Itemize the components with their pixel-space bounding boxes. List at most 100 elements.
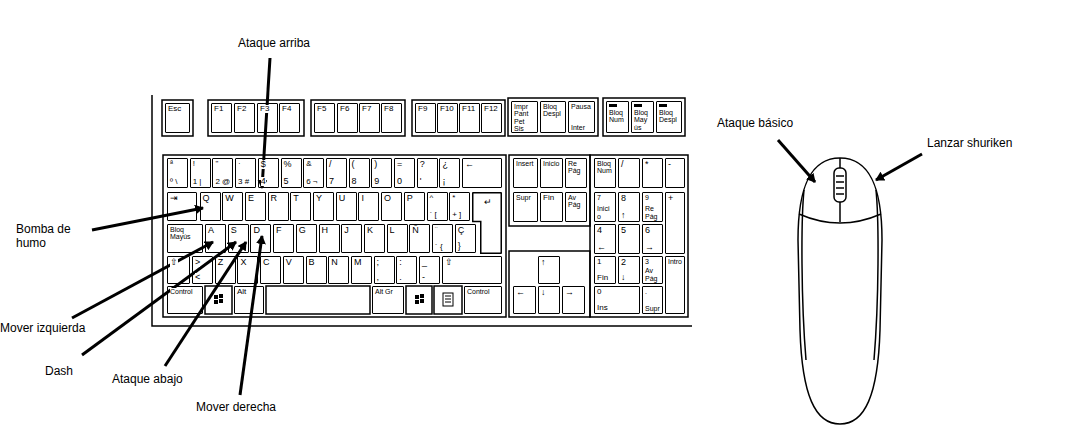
- lock-indicator: [634, 104, 642, 107]
- key-label: Pausa: [571, 103, 591, 110]
- key: W: [222, 192, 243, 221]
- key: F5: [314, 103, 335, 133]
- key: 3 Av Pág: [642, 256, 663, 284]
- key: J: [341, 224, 362, 253]
- key: Re Pág: [565, 158, 587, 188]
- key: 8↑: [618, 192, 640, 222]
- key: F1: [211, 103, 232, 133]
- key-label: 3 #: [238, 178, 249, 186]
- key-group-frame: [311, 100, 405, 136]
- key-label: 2: [621, 258, 626, 267]
- key: Q: [200, 192, 221, 221]
- mouse-button-split: [839, 202, 841, 222]
- key: ;,: [374, 256, 395, 284]
- key: 0Ins: [594, 286, 640, 314]
- key: 7Inicio: [594, 192, 616, 222]
- key-label: Impr Pant: [514, 103, 535, 118]
- key: )9: [371, 158, 392, 188]
- key-label: →: [565, 288, 574, 297]
- key-label: :: [399, 258, 402, 267]
- key-label: E: [248, 194, 254, 203]
- key-label: $: [261, 160, 266, 169]
- key-label: Z: [218, 258, 224, 267]
- key: Ñ: [409, 224, 430, 253]
- key: F11: [459, 103, 480, 133]
- key: /: [618, 158, 640, 188]
- key-label: Ins: [597, 304, 608, 312]
- key-label: <: [195, 273, 200, 282]
- key-label: ¨: [435, 226, 438, 234]
- key: R: [268, 192, 289, 221]
- key-label: Av Pág: [645, 267, 660, 282]
- key: Bloq Num: [606, 101, 629, 133]
- key-label: Inicio: [543, 160, 559, 167]
- key-label: L: [390, 226, 395, 235]
- key-label: V: [286, 258, 292, 267]
- lock-indicator: [609, 104, 617, 107]
- key-label: N: [331, 258, 338, 267]
- key-label: H: [322, 226, 329, 235]
- key: &6 ¬: [303, 158, 324, 188]
- leader-arrow: [778, 140, 815, 182]
- callout-label: Lanzar shuriken: [927, 136, 1012, 150]
- key: Bloq Num: [594, 158, 616, 188]
- key: Supr: [513, 192, 538, 222]
- key-label: ": [215, 160, 218, 168]
- key: Bloq Despl: [656, 101, 682, 133]
- key: U: [336, 192, 357, 221]
- key: ªº \: [167, 158, 188, 188]
- key-label: Av Pág: [568, 194, 584, 209]
- key-label: B: [309, 258, 315, 267]
- key: ↓: [538, 286, 560, 314]
- key-label: Esc: [168, 105, 181, 113]
- space-bar: [266, 286, 370, 314]
- key-label: M: [354, 258, 362, 267]
- key: F6: [337, 103, 358, 133]
- key-label: 6: [645, 226, 650, 235]
- key-label: J: [344, 226, 349, 235]
- key-label: Fin: [543, 194, 554, 202]
- key-label: X: [240, 258, 246, 267]
- key-label: ←: [597, 243, 606, 252]
- key: F7: [359, 103, 380, 133]
- key-label: K: [367, 226, 373, 235]
- key: =0: [394, 158, 415, 188]
- key: F: [273, 224, 294, 253]
- key-label: 1 |: [193, 178, 202, 186]
- key-label: Y: [316, 194, 322, 203]
- key: :.: [396, 256, 417, 284]
- key: Alt: [234, 286, 264, 314]
- key-label: }: [458, 242, 461, 251]
- leader-arrow: [72, 242, 213, 318]
- key-label: F7: [362, 105, 371, 113]
- callout-label: Mover derecha: [196, 400, 276, 414]
- key: I: [358, 192, 379, 221]
- key-label: Alt Gr: [375, 288, 393, 295]
- key: ?': [417, 158, 438, 188]
- mouse-wheel: [834, 168, 846, 202]
- key-label: Inter: [571, 124, 585, 131]
- key-label: O: [384, 194, 391, 203]
- key-label: 4: [261, 177, 266, 186]
- key: F12: [481, 103, 502, 133]
- key: F9: [415, 103, 436, 133]
- callout-label: Ataque abajo: [112, 372, 183, 386]
- key-label: F2: [237, 105, 246, 113]
- key-label: Q: [203, 194, 210, 203]
- key: ¨´ {: [432, 224, 453, 253]
- key: Y: [313, 192, 334, 221]
- key-label: ⇧: [445, 258, 453, 267]
- key: E: [245, 192, 266, 221]
- key-label: 3: [645, 258, 649, 265]
- key: .Supr: [642, 286, 663, 314]
- key-label: Supr: [516, 194, 531, 201]
- key-group-frame: [603, 98, 685, 136]
- key-label: ª: [170, 160, 173, 168]
- key: !1 |: [190, 158, 211, 188]
- key-label: ⇥: [170, 194, 178, 203]
- unlabeled-keys: [205, 286, 462, 314]
- key-label: Fin: [597, 274, 608, 282]
- key: Esc: [165, 103, 190, 133]
- key: ←: [513, 286, 536, 314]
- key: ⇧: [442, 256, 502, 284]
